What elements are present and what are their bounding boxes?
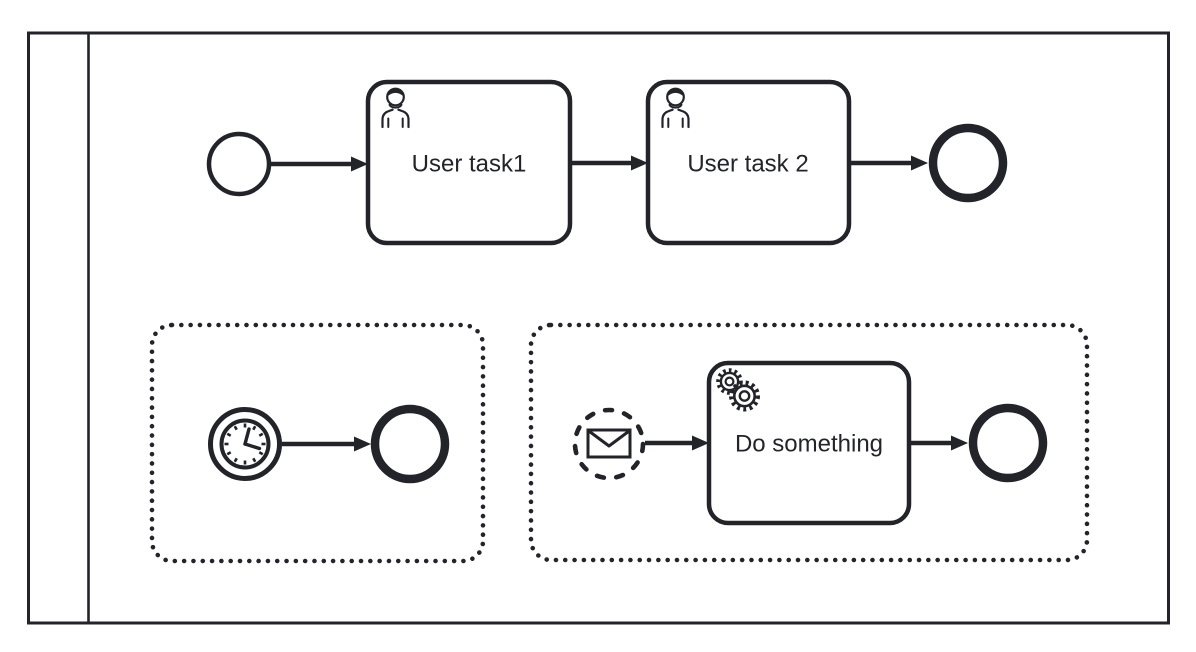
user-task-1[interactable]: User task1: [365, 79, 573, 246]
end-event-main[interactable]: [928, 123, 1008, 203]
pool[interactable]: [27, 31, 1170, 625]
task-label: User task1: [412, 151, 527, 178]
user-task-2[interactable]: User task 2: [645, 79, 852, 246]
end-event-circle: [370, 404, 450, 484]
pool-border: [27, 31, 1170, 625]
user-icon: [661, 87, 690, 129]
service-task-do-something[interactable]: Do something: [706, 360, 912, 526]
flow-arrowhead: [631, 155, 648, 171]
flow-arrowhead: [692, 435, 709, 451]
subprocess-dotted-border: [528, 322, 1090, 563]
sequence-flow-2[interactable]: [570, 155, 648, 171]
flow-arrowhead: [911, 155, 928, 171]
end-event-message[interactable]: [968, 403, 1048, 483]
start-event[interactable]: [206, 131, 272, 197]
user-icon: [381, 87, 410, 129]
sequence-flow-3[interactable]: [849, 155, 928, 171]
end-event-circle: [928, 123, 1008, 203]
timer-clock-icon: [219, 418, 271, 470]
flow-arrowhead: [351, 156, 368, 172]
sequence-flow-4[interactable]: [282, 436, 371, 452]
sequence-flow-1[interactable]: [271, 156, 368, 172]
message-start-event[interactable]: [572, 407, 646, 481]
start-event-circle: [206, 131, 272, 197]
end-event-timer[interactable]: [370, 404, 450, 484]
task-label: User task 2: [687, 151, 808, 178]
task-label: Do something: [735, 431, 883, 458]
flow-arrowhead: [354, 436, 371, 452]
sequence-flow-5[interactable]: [645, 435, 709, 451]
message-envelope-icon: [586, 428, 632, 459]
timer-start-event[interactable]: [208, 407, 282, 481]
subprocess-dotted-border: [149, 322, 486, 564]
event-subprocess-timer[interactable]: [149, 322, 486, 564]
end-event-circle: [968, 403, 1048, 483]
sequence-flow-6[interactable]: [909, 435, 968, 451]
service-gears-icon: [716, 368, 760, 412]
flow-arrowhead: [951, 435, 968, 451]
event-subprocess-message[interactable]: Do something: [528, 322, 1090, 563]
